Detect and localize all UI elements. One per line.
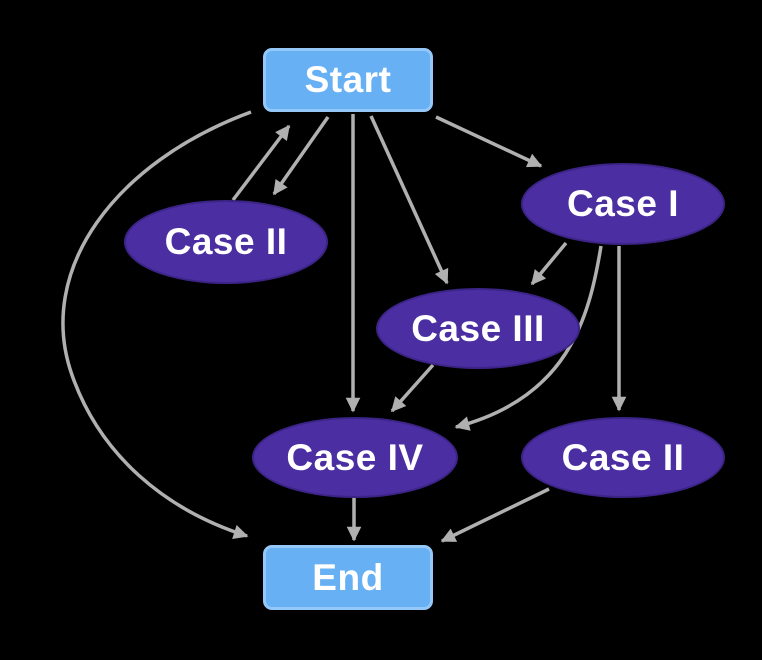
node-start: Start xyxy=(263,48,433,112)
edge-case2-lower-to-end xyxy=(440,487,550,543)
edge-case3-to-case4 xyxy=(390,363,435,413)
node-case2-lower-label: Case II xyxy=(561,436,685,478)
edge-start-to-case2-upper xyxy=(272,115,330,196)
node-end: End xyxy=(263,545,433,610)
edge-case1-to-case4 xyxy=(454,245,603,431)
node-case1-label: Case I xyxy=(566,183,679,224)
node-case2-upper-label: Case II xyxy=(164,221,288,262)
edge-start-to-case1 xyxy=(435,115,543,168)
edge-case1-to-case3 xyxy=(530,241,568,286)
node-end-label: End xyxy=(312,556,384,598)
node-case4-label: Case IV xyxy=(286,436,424,478)
edge-start-to-case3 xyxy=(369,115,449,285)
edge-case2-upper-to-start xyxy=(231,124,291,202)
node-start-label: Start xyxy=(304,59,392,100)
edge-start-to-end xyxy=(61,110,252,540)
node-case4: Case IV xyxy=(252,417,458,498)
node-case1: Case I xyxy=(521,163,725,245)
node-case2-upper: Case II xyxy=(124,200,328,284)
node-case3: Case III xyxy=(376,288,580,369)
node-case3-label: Case III xyxy=(411,307,545,349)
node-case2-lower: Case II xyxy=(521,417,725,498)
